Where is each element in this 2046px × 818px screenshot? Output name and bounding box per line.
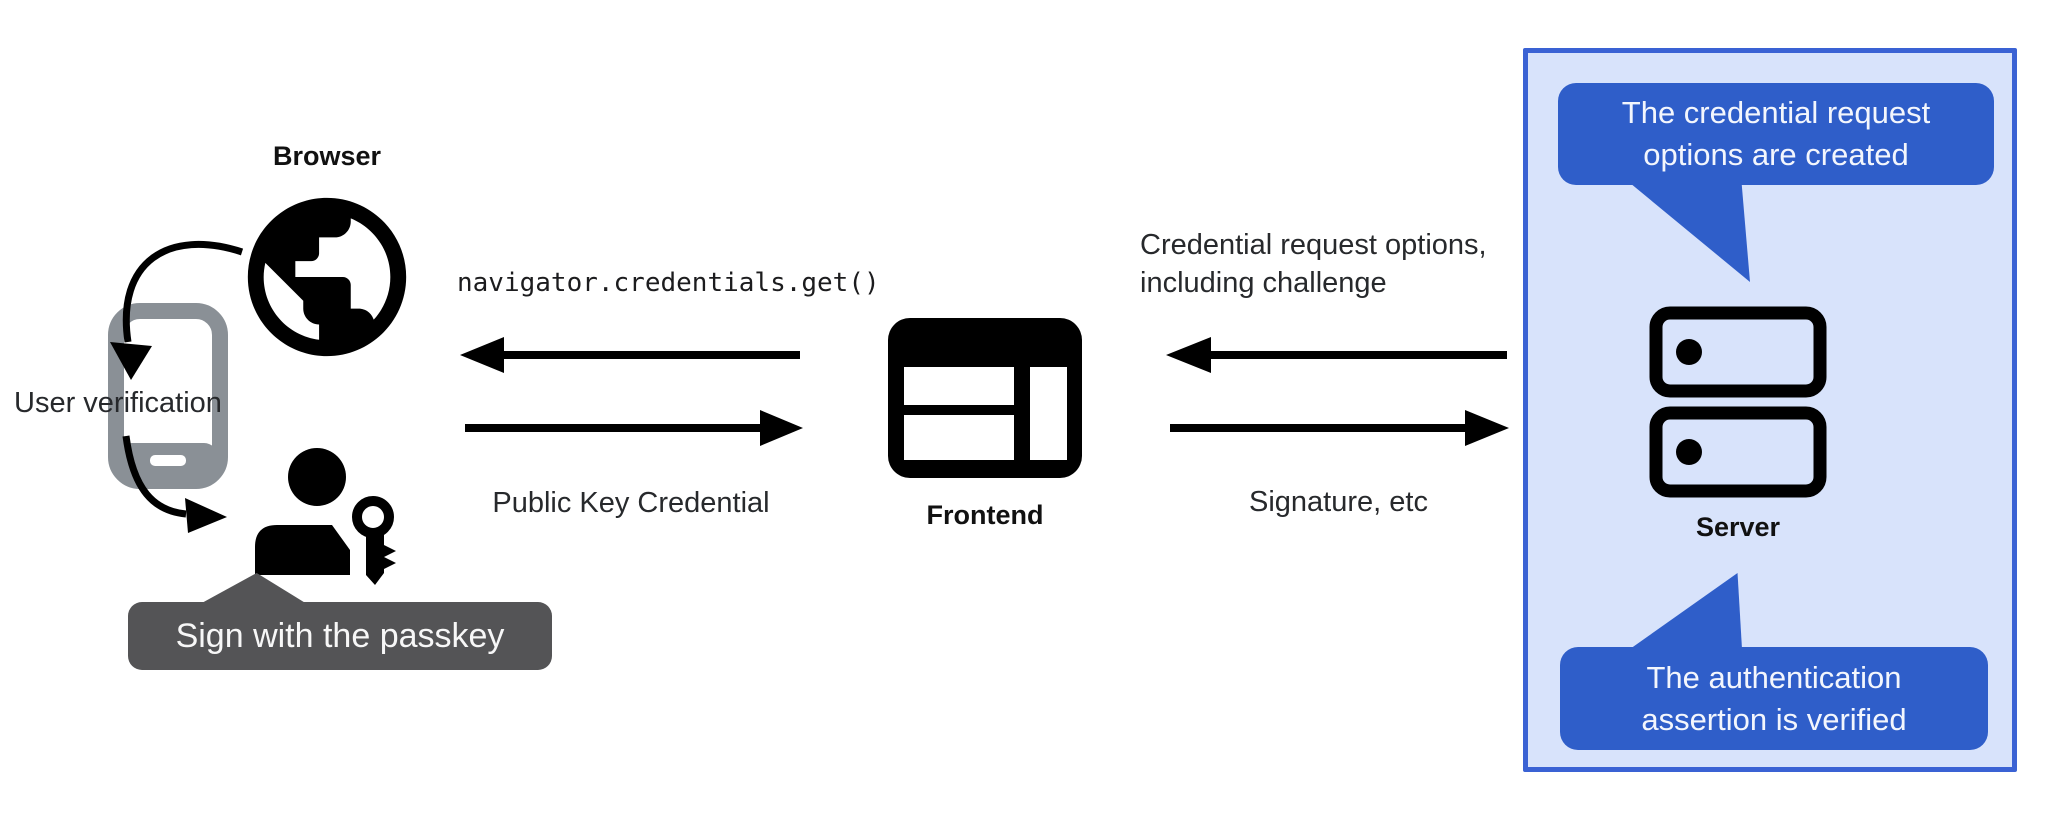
bottom-callout-line2: assertion is verified xyxy=(1641,701,1907,737)
credential-request-options-line1: Credential request options, xyxy=(1140,229,1487,261)
arrow-browser-to-frontend xyxy=(465,410,803,446)
passkey-badge-label: Sign with the passkey xyxy=(175,616,505,655)
navigator-credentials-get-caption: navigator.credentials.get() xyxy=(457,268,880,298)
server-label: Server xyxy=(1695,512,1781,542)
browser-label: Browser xyxy=(272,141,382,171)
top-callout-line2: options are created xyxy=(1643,137,1909,172)
bottom-callout-bubble: The authentication assertion is verified xyxy=(1560,647,1988,750)
arrow-frontend-to-server xyxy=(1170,410,1509,446)
browser-window-icon xyxy=(888,318,1082,478)
top-callout-bubble: The credential request options are creat… xyxy=(1558,83,1994,185)
server-icon xyxy=(1649,306,1827,498)
globe-icon xyxy=(247,197,407,357)
arrow-frontend-to-browser xyxy=(460,337,800,373)
arrow-server-to-frontend xyxy=(1166,337,1507,373)
credential-request-options-caption: Credential request options, including ch… xyxy=(1140,226,1487,302)
frontend-label: Frontend xyxy=(926,500,1044,530)
user-verification-label: User verification xyxy=(14,387,222,419)
credential-request-options-line2: including challenge xyxy=(1140,267,1387,299)
public-key-credential-caption: Public Key Credential xyxy=(492,487,770,519)
person-with-key-icon xyxy=(255,448,396,585)
top-callout-line1: The credential request xyxy=(1621,95,1931,130)
person-icon xyxy=(255,448,350,575)
signature-etc-caption: Signature, etc xyxy=(1249,486,1428,518)
passkey-badge: Sign with the passkey xyxy=(128,602,552,670)
bottom-callout-line1: The authentication xyxy=(1646,659,1902,695)
key-icon xyxy=(352,496,396,585)
